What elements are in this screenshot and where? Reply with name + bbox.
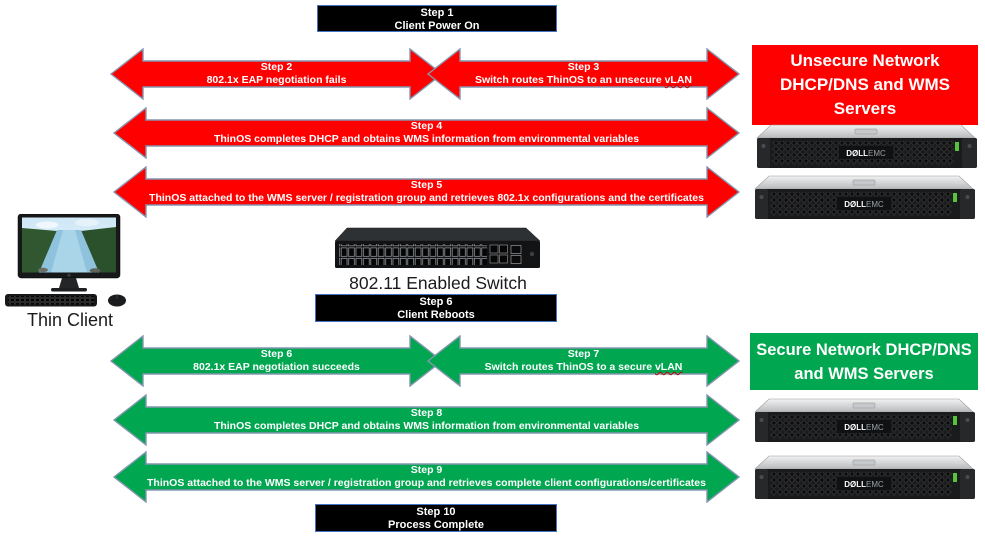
dell-emc-logo: DØLLEMC: [844, 423, 884, 432]
step6-box: Step 6 Client Reboots: [315, 294, 557, 322]
dell-logo-text: DØLL: [844, 480, 866, 489]
step3-desc: Switch routes ThinOS to an unsecure vLAN: [475, 74, 692, 87]
emc-logo-text: EMC: [866, 423, 884, 432]
step5-desc: ThinOS attached to the WMS server / regi…: [149, 192, 704, 204]
dell-logo-text: DØLL: [844, 200, 866, 209]
dell-emc-logo: DØLLEMC: [846, 149, 886, 158]
step4-desc: ThinOS completes DHCP and obtains WMS in…: [213, 133, 640, 145]
double-arrow-shape: [427, 335, 740, 387]
thin-client-label: Thin Client: [26, 310, 114, 330]
step9-title: Step 9: [410, 464, 443, 476]
step9-desc: ThinOS attached to the WMS server / regi…: [147, 477, 706, 489]
double-arrow-shape: [113, 107, 740, 159]
power-led: [953, 416, 957, 425]
step8-desc: ThinOS completes DHCP and obtains WMS in…: [213, 420, 640, 432]
double-arrow-shape: [427, 48, 740, 100]
power-led: [955, 142, 959, 151]
step10-label: Process Complete: [388, 518, 484, 531]
step10-box: Step 10 Process Complete: [315, 504, 557, 532]
step8-title: Step 8: [410, 407, 443, 419]
step7-title: Step 7: [567, 348, 600, 360]
switch-label: 802.11 Enabled Switch: [349, 273, 527, 293]
dell-badge: [67, 273, 71, 277]
step1-box: Step 1 Client Power On: [317, 5, 557, 32]
secure-network-box: Secure Network DHCP/DNS and WMS Servers: [750, 333, 978, 390]
mouse: [108, 294, 126, 307]
step7-desc-vlan: vLAN: [654, 361, 683, 373]
step2-arrow: Step 2 802.1x EAP negotiation fails: [110, 48, 443, 100]
step3-arrow: Step 3 Switch routes ThinOS to an unsecu…: [427, 48, 740, 100]
step3-title: Step 3: [567, 61, 600, 73]
switch-ports: [339, 244, 487, 265]
emc-logo-text: EMC: [868, 149, 886, 158]
dell-logo-text: DØLL: [844, 423, 866, 432]
thin-client-image: [5, 214, 126, 307]
dell-emc-logo: DØLLEMC: [844, 480, 884, 489]
rack-server-image-1: DØLLEMC: [756, 124, 977, 168]
step9-arrow: Step 9 ThinOS attached to the WMS server…: [113, 451, 740, 503]
step2-desc: 802.1x EAP negotiation fails: [206, 74, 347, 86]
network-switch-image: [334, 227, 541, 268]
step3-desc-text: Switch routes ThinOS to an unsecure: [474, 74, 665, 86]
monitor-stand: [59, 278, 79, 288]
step6-title: Step 6: [260, 348, 293, 360]
step6-desc: 802.1x EAP negotiation succeeds: [193, 361, 360, 373]
dell-emc-logo: DØLLEMC: [844, 200, 884, 209]
power-led: [953, 193, 957, 202]
secure-line2: and WMS Servers: [794, 364, 934, 383]
double-arrow-shape: [113, 451, 740, 503]
step5-arrow: Step 5 ThinOS attached to the WMS server…: [113, 166, 740, 218]
step1-label: Client Power On: [394, 19, 480, 32]
step7-arrow: Step 7 Switch routes ThinOS to a secure …: [427, 335, 740, 387]
unsecure-line3: Servers: [833, 99, 897, 118]
step5-title: Step 5: [410, 179, 443, 191]
power-led: [953, 473, 957, 482]
step4-arrow: Step 4 ThinOS completes DHCP and obtains…: [113, 107, 740, 159]
step10-title: Step 10: [416, 506, 456, 518]
step3-desc-vlan: vLAN: [664, 74, 693, 86]
double-arrow-shape: [113, 166, 740, 218]
step2-title: Step 2: [260, 61, 293, 73]
emc-logo-text: EMC: [866, 480, 884, 489]
step6-arrow: Step 6 802.1x EAP negotiation succeeds: [110, 335, 443, 387]
unsecure-line1: Unsecure Network: [790, 51, 940, 70]
dell-logo-text: DØLL: [846, 149, 868, 158]
step6-box-title: Step 6: [419, 296, 453, 308]
rack-server-image-4: DØLLEMC: [754, 455, 975, 499]
step4-title: Step 4: [410, 120, 443, 132]
rack-server-image-3: DØLLEMC: [754, 398, 975, 442]
step1-title: Step 1: [420, 7, 454, 19]
step7-desc-text: Switch routes ThinOS to a secure: [484, 361, 655, 373]
double-arrow-shape: [113, 394, 740, 446]
step6-box-label: Client Reboots: [397, 308, 475, 321]
unsecure-network-box: Unsecure Network DHCP/DNS and WMS Server…: [752, 45, 978, 125]
step8-arrow: Step 8 ThinOS completes DHCP and obtains…: [113, 394, 740, 446]
rack-server-image-2: DØLLEMC: [754, 175, 975, 219]
step7-desc: Switch routes ThinOS to a secure vLAN: [485, 361, 683, 374]
unsecure-line2: DHCP/DNS and WMS: [780, 75, 950, 94]
emc-logo-text: EMC: [866, 200, 884, 209]
secure-line1: Secure Network DHCP/DNS: [756, 340, 972, 359]
